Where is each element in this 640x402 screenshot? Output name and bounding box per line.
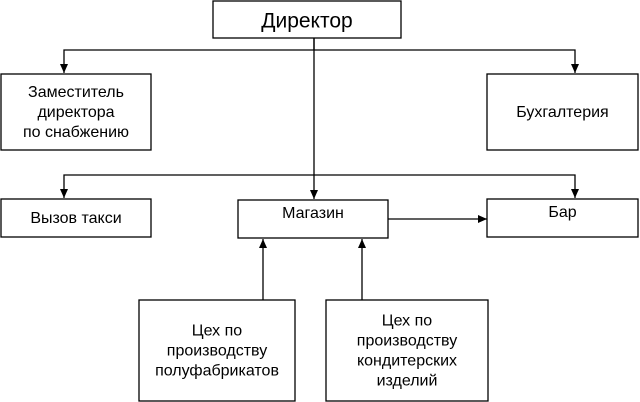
edge-director-taxi [60,174,314,198]
node-bar-label-line: Бар [548,204,576,221]
node-confectionery-label-line: изделий [377,373,438,390]
node-director: Директор [212,0,402,39]
node-bar-box [486,198,639,238]
edge-director-accounting [314,49,579,73]
node-confectionery-label-line: кондитерских [357,353,457,370]
node-deputy-box [0,73,152,151]
node-semifinished-box [138,299,296,402]
node-confectionery-label-line: Цех по [382,313,432,330]
node-confectionery-label-line: производству [357,333,457,350]
node-accounting-box [486,73,639,151]
node-semifinished-label-line: Цех по [192,323,242,340]
node-bar: Бар [486,198,639,238]
node-shop: Магазин [237,199,389,239]
edge-director-bar [314,174,579,198]
edge-director-deputy [60,38,315,73]
node-taxi-box [0,198,152,238]
node-shop-label-line: Магазин [282,205,344,222]
node-director-box [212,0,402,39]
node-confectionery-box [325,299,489,402]
node-shop-box [237,199,389,239]
node-taxi-label-line: Вызов такси [30,210,121,227]
node-taxi: Вызов такси [0,198,152,238]
node-accounting: Бухгалтерия [486,73,639,151]
node-deputy-label-line: по снабжению [23,124,129,141]
node-accounting-label-line: Бухгалтерия [516,104,608,121]
node-deputy-label-line: Заместитель [28,84,124,101]
node-confectionery: Цех по производству кондитерских изделий [325,299,489,402]
connectors [60,38,579,300]
node-director-label-line: Директор [261,9,352,32]
node-semifinished-label-line: производству [167,343,267,360]
node-deputy: Заместитель директора по снабжению [0,73,152,151]
node-semifinished: Цех по производству полуфабрикатов [138,299,296,402]
node-deputy-label-line: директора [37,104,114,121]
node-semifinished-label-line: полуфабрикатов [155,363,279,380]
